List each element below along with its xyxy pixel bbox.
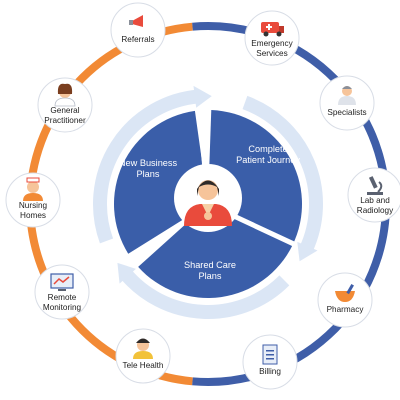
doctor-neck [202, 204, 214, 216]
node-circle [34, 264, 90, 320]
cycle-arrow-head [193, 85, 212, 108]
tele-health-doctor-icon [133, 338, 153, 359]
node-pharmacy: Pharmacy [317, 272, 373, 328]
mortar-pestle-icon [335, 283, 355, 302]
cycle-arrow-band [93, 89, 200, 244]
node-referrals: Referrals [110, 2, 166, 58]
node-circle [244, 10, 300, 66]
node-tele-health: Tele Health [115, 328, 171, 384]
node-label-referrals: Referrals [121, 35, 154, 44]
doctor-hair [197, 180, 219, 196]
monitor-chart-icon [50, 273, 74, 291]
node-label-billing: Billing [259, 367, 281, 376]
nurse-icon [23, 177, 43, 201]
megaphone-icon [129, 15, 143, 27]
node-circle [110, 2, 166, 58]
node-billing: Billing [242, 334, 298, 390]
invoice-icon [262, 344, 278, 365]
cycle-arrow-band [242, 95, 323, 253]
doctor-hand [204, 212, 212, 220]
specialist-doctor-icon [338, 86, 356, 105]
cycle-arrows [93, 85, 323, 319]
microscope-icon [367, 176, 383, 195]
cycle-arrow-head [297, 241, 318, 262]
cycle-arrow-band [119, 268, 290, 319]
cycle-arrow-head [117, 262, 136, 284]
female-doctor-icon [54, 83, 76, 107]
center-doctor-figure [174, 164, 242, 232]
node-specialists: Specialists [319, 75, 375, 131]
node-label-tele-health: Tele Health [123, 361, 164, 370]
node-label-specialists: Specialists [327, 108, 366, 117]
node-label-pharmacy: Pharmacy [327, 305, 365, 314]
ambulance-icon [261, 22, 284, 37]
